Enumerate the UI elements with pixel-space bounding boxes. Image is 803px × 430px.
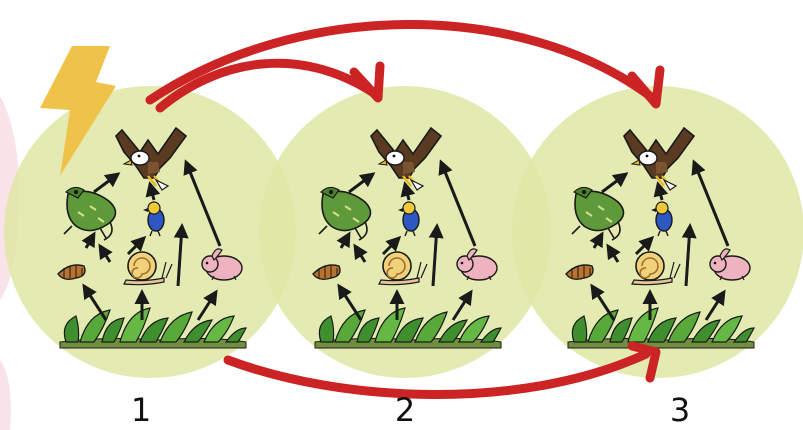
arrow-1-to-2-head [349,61,385,103]
panel-label-3: 3 [669,391,691,429]
transition-arrows [145,20,665,399]
lightning-bolt-icon [40,46,116,176]
circle-2 [259,86,551,378]
arrow-1-to-3-bottom-head [627,341,661,383]
panel-label-2: 2 [394,391,416,429]
arrow-1-to-3-top [145,20,655,105]
arrow-1-to-3-top-head [627,65,665,109]
panel-label-1: 1 [130,391,152,429]
circle-1 [4,86,296,378]
background-arc-bottom [0,360,11,430]
circle-3 [512,86,803,378]
arrow-1-to-3-bottom [223,349,651,399]
arrow-1-to-2 [155,58,377,113]
